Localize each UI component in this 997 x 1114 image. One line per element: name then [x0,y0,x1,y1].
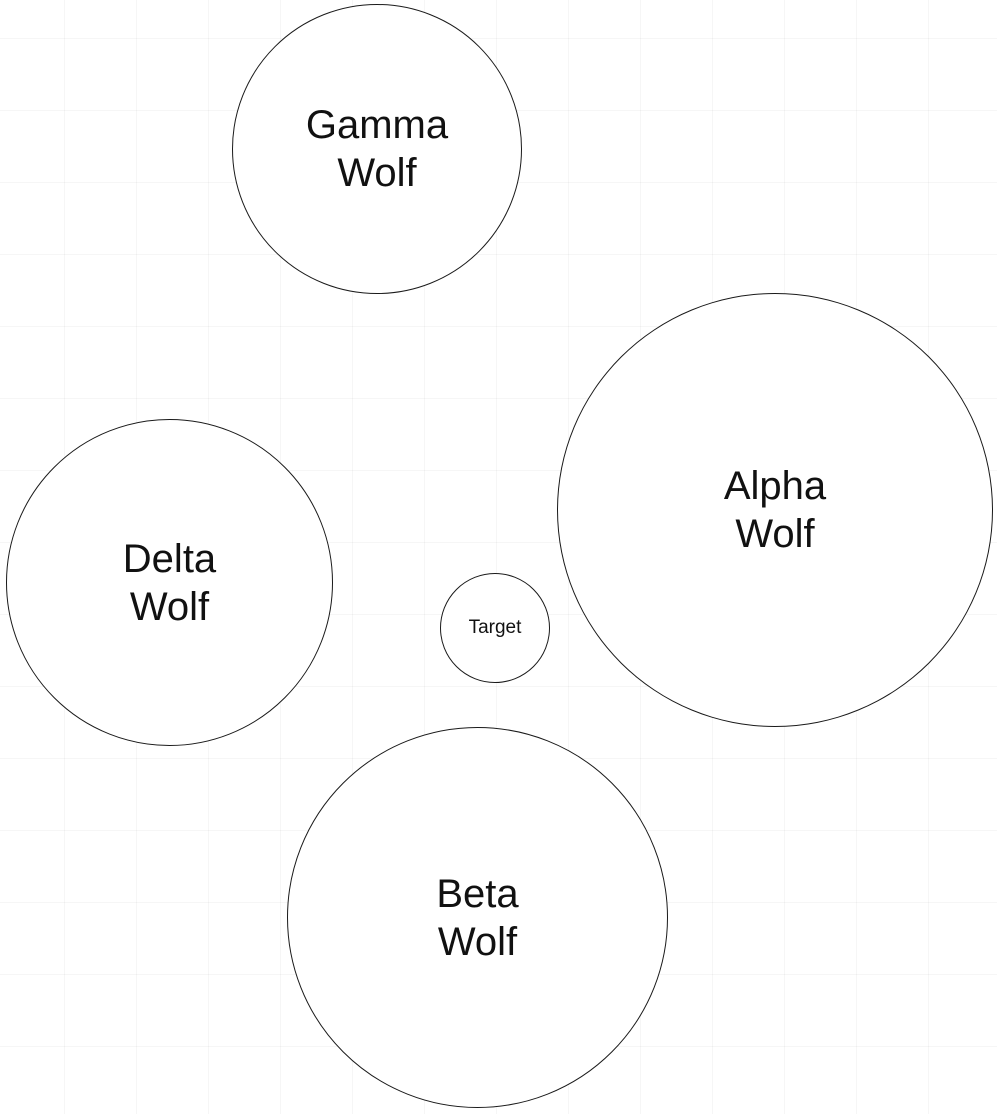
alpha-wolf-node[interactable]: Alpha Wolf [557,293,993,727]
gamma-wolf-label: Gamma Wolf [305,103,449,195]
beta-wolf-node[interactable]: Beta Wolf [287,727,668,1108]
delta-wolf-label: Delta Wolf [122,536,217,629]
target-node[interactable]: Target [440,573,550,683]
gamma-wolf-node[interactable]: Gamma Wolf [232,4,522,294]
delta-wolf-node[interactable]: Delta Wolf [6,419,333,746]
beta-wolf-label: Beta Wolf [436,871,519,964]
target-label: Target [468,616,522,638]
alpha-wolf-label: Alpha Wolf [723,464,827,556]
